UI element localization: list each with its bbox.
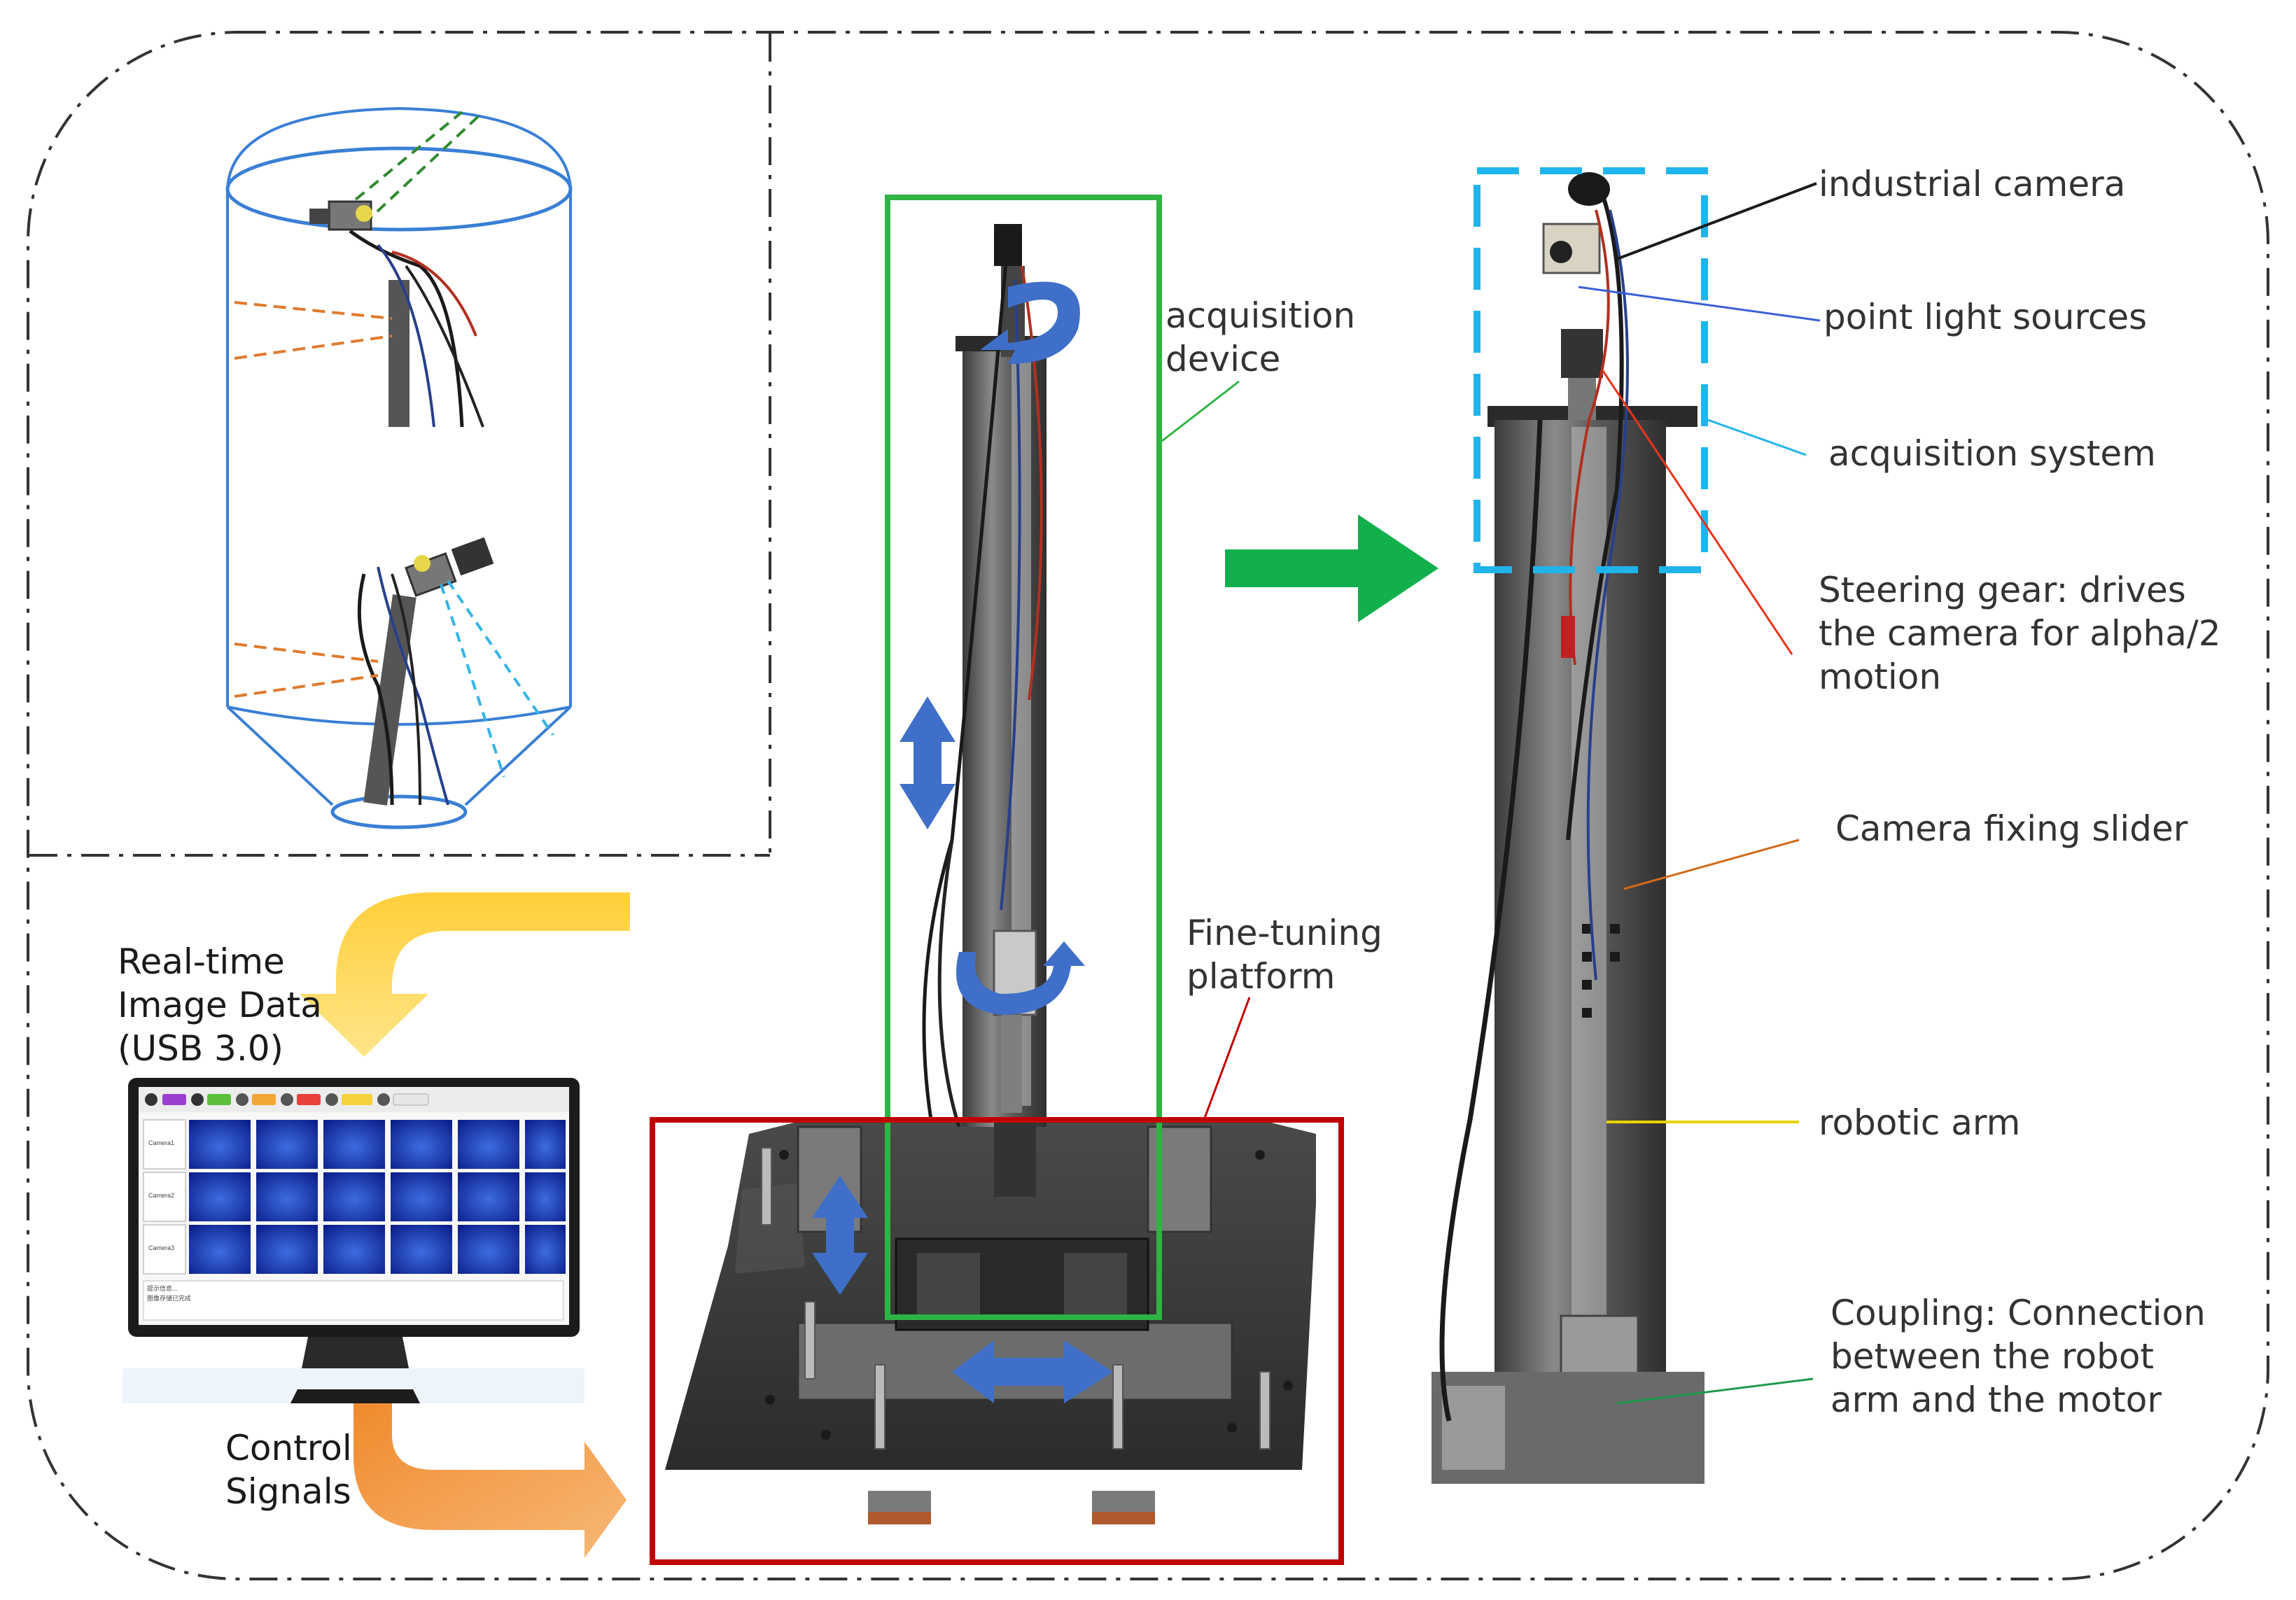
fine-tuning-platform-label: Fine-tuning platform — [1186, 913, 1382, 997]
outer-frame — [27, 31, 2269, 1580]
silo-schematic — [225, 106, 573, 829]
light-leader — [1578, 286, 1821, 322]
silo-hopper — [226, 706, 572, 806]
monitor-status-line-1: 提示信息... — [147, 1285, 178, 1292]
image-data-arrow — [300, 892, 630, 1057]
monitor — [122, 1078, 584, 1403]
monitor-row-label-1: Camera1 — [148, 1139, 175, 1146]
central-apparatus — [665, 224, 1316, 1524]
acquisition-system-label: acquisition system — [1828, 433, 2156, 474]
control-signals-label: Control Signals — [225, 1428, 352, 1512]
monitor-row-label-2: Camera2 — [148, 1192, 175, 1199]
silo-top-ellipse — [225, 146, 573, 232]
vertical-double-arrow-lower — [812, 1176, 868, 1295]
slider-leader — [1623, 838, 1800, 890]
point-light-sources-label: point light sources — [1823, 297, 2148, 337]
silo-bottom-arc — [227, 706, 571, 726]
platform-leader — [1203, 997, 1251, 1121]
coupling-leader — [1616, 1377, 1814, 1405]
horizontal-double-arrow — [952, 1340, 1113, 1403]
steering-gear-label: Steering gear: drives the camera for alp… — [1819, 570, 2221, 697]
toolbar-buttons — [145, 1093, 429, 1106]
motion-arrows — [812, 281, 1113, 1403]
right-apparatus — [1432, 172, 1704, 1484]
vertical-double-arrow-upper — [899, 696, 955, 829]
acquisition-device-box — [885, 195, 1162, 1320]
acquisition-device-leader — [1161, 380, 1240, 442]
monitor-row-label-3: Camera3 — [148, 1244, 175, 1251]
rotation-arrow-top — [980, 281, 1080, 364]
acquisition-device-label: acquisition device — [1166, 295, 1356, 379]
system-leader — [1707, 419, 1807, 456]
coupling-label: Coupling: Connection between the robot a… — [1830, 1293, 2206, 1420]
fine-tuning-platform-box — [650, 1117, 1344, 1565]
silo-dome — [226, 106, 572, 190]
upper-camera-rig — [234, 111, 484, 428]
camera-leader — [1616, 182, 1817, 260]
image-data-label: Real-time Image Data (USB 3.0) — [118, 941, 322, 1069]
rotation-arrow-bottom — [956, 941, 1085, 1015]
silo-outlet-ellipse — [330, 794, 468, 829]
control-signal-arrow — [354, 1400, 626, 1558]
gear-leader — [1602, 370, 1793, 655]
camera-tiles — [189, 1120, 566, 1274]
lower-camera-rig — [234, 537, 554, 806]
camera-slider-label: Camera fixing slider — [1835, 808, 2188, 849]
monitor-status-line-2: 图像存储已完成 — [147, 1295, 192, 1302]
transfer-arrow — [1225, 514, 1438, 622]
industrial-camera-label: industrial camera — [1819, 164, 2126, 204]
robotic-arm-label: robotic arm — [1819, 1102, 2021, 1143]
